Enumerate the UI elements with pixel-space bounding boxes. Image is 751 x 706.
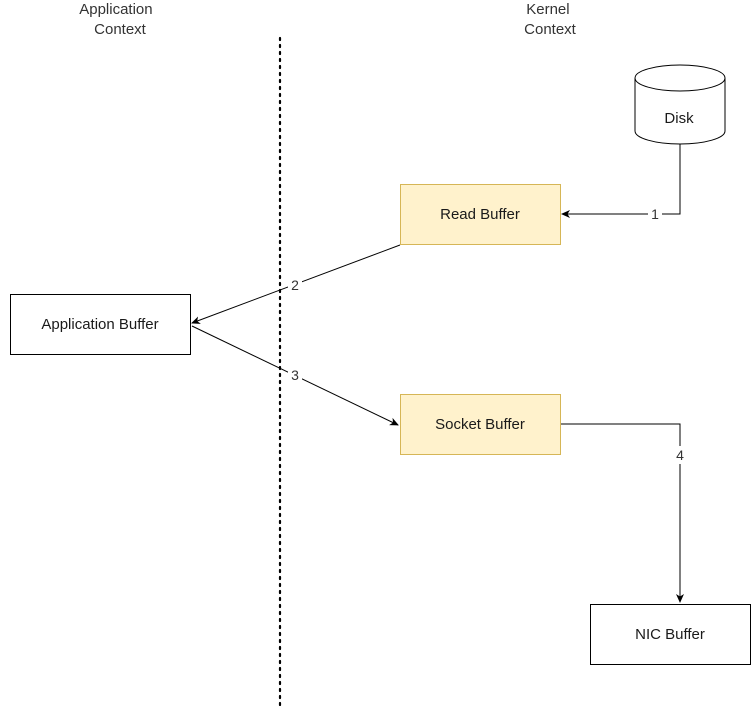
edge-1-label: 1	[651, 206, 659, 222]
application-context-line1: Application	[79, 1, 152, 18]
edge-3-label-bg	[288, 366, 302, 384]
disk-label: Disk	[664, 110, 694, 127]
read-buffer-label: Read Buffer	[440, 206, 520, 223]
read-buffer-node[interactable]: Read Buffer	[400, 184, 561, 245]
edge-3-label: 3	[291, 367, 299, 383]
disk-cylinder-top	[634, 64, 726, 92]
edge-2-label-bg	[288, 276, 302, 294]
application-buffer-box	[10, 294, 191, 355]
socket-buffer-label: Socket Buffer	[435, 416, 525, 433]
disk-node[interactable]: Disk	[634, 64, 726, 145]
application-buffer-label: Application Buffer	[41, 316, 158, 333]
edge-disk-to-read-buffer[interactable]	[561, 144, 681, 218]
nic-buffer-node[interactable]: NIC Buffer	[590, 604, 751, 665]
edge-4-label: 4	[676, 447, 684, 463]
kernel-context-line1: Kernel	[526, 1, 569, 18]
kernel-context-line2: Context	[524, 21, 577, 38]
edge-1-label-bg	[648, 205, 662, 223]
application-context-line2: Context	[94, 21, 147, 38]
nic-buffer-box	[590, 604, 751, 665]
edge-2-label: 2	[291, 277, 299, 293]
kernel-context-label: Kernel Context	[524, 1, 577, 38]
read-buffer-box	[400, 184, 561, 245]
socket-buffer-box	[400, 394, 561, 455]
socket-buffer-node[interactable]: Socket Buffer	[400, 394, 561, 455]
application-buffer-node[interactable]: Application Buffer	[10, 294, 191, 355]
application-context-label: Application Context	[79, 1, 157, 38]
edge-socket-buffer-to-nic-buffer[interactable]	[561, 423, 684, 603]
nic-buffer-label: NIC Buffer	[635, 626, 705, 643]
edge-4-label-bg	[672, 446, 688, 464]
